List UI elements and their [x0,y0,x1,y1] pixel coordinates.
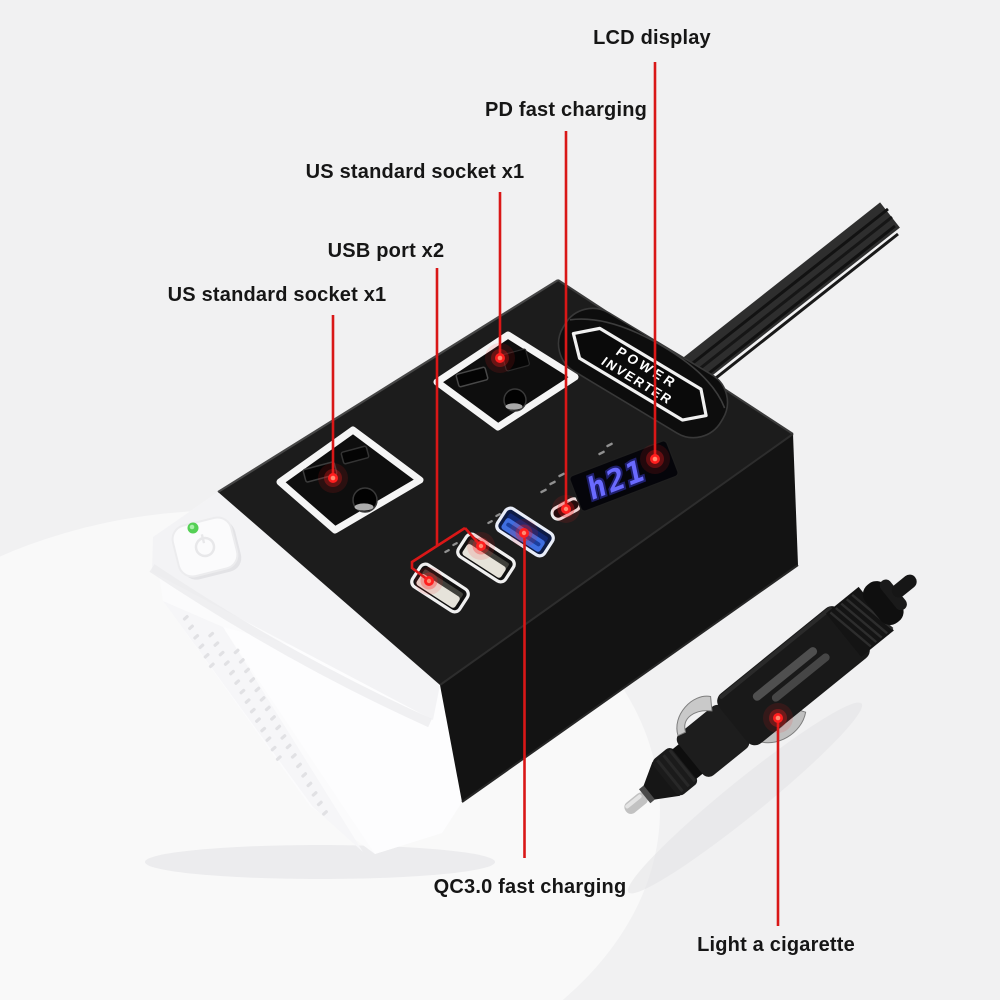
cigarette-lighter-plug [624,574,917,814]
spec-markings [444,442,613,554]
annotation-dots [318,343,793,733]
label-light-a-cigarette: Light a cigarette [697,934,855,956]
socket-slot [340,445,370,465]
annotation-bracket-usb [410,526,466,582]
power-inverter-badge: POWER INVERTER [557,307,729,439]
power-cable [658,202,900,406]
socket-slot [302,461,338,483]
inverter-front-face [440,434,798,802]
ac-socket-left [276,426,424,534]
label-usb-port-x2: USB port x2 [327,240,445,262]
ac-socket-right [433,331,579,431]
plug-vent-slot [771,653,830,702]
plug-cord [891,574,917,598]
label-qc-fast-charging: QC3.0 fast charging [433,876,627,898]
usb-port-2 [456,532,516,584]
usb-port-1 [410,562,470,614]
plug-shadow [627,702,863,894]
label-us-socket-right: US standard socket x1 [305,161,525,183]
socket-slot [455,366,489,388]
socket-slot [502,348,530,372]
vent-dots [182,614,328,816]
plug-vent-slot [752,647,818,701]
plug-tip-pin [624,792,648,814]
label-lcd-display: LCD display [593,27,711,49]
base-shadow [145,845,495,879]
plug-barrel [717,606,870,746]
power-button [171,516,242,580]
base-crease [149,564,432,728]
annotation-lines [331,62,780,926]
label-us-socket-left: US standard socket x1 [167,284,387,306]
label-pd-fast-charging: PD fast charging [484,99,648,121]
spring-clip [676,695,713,737]
